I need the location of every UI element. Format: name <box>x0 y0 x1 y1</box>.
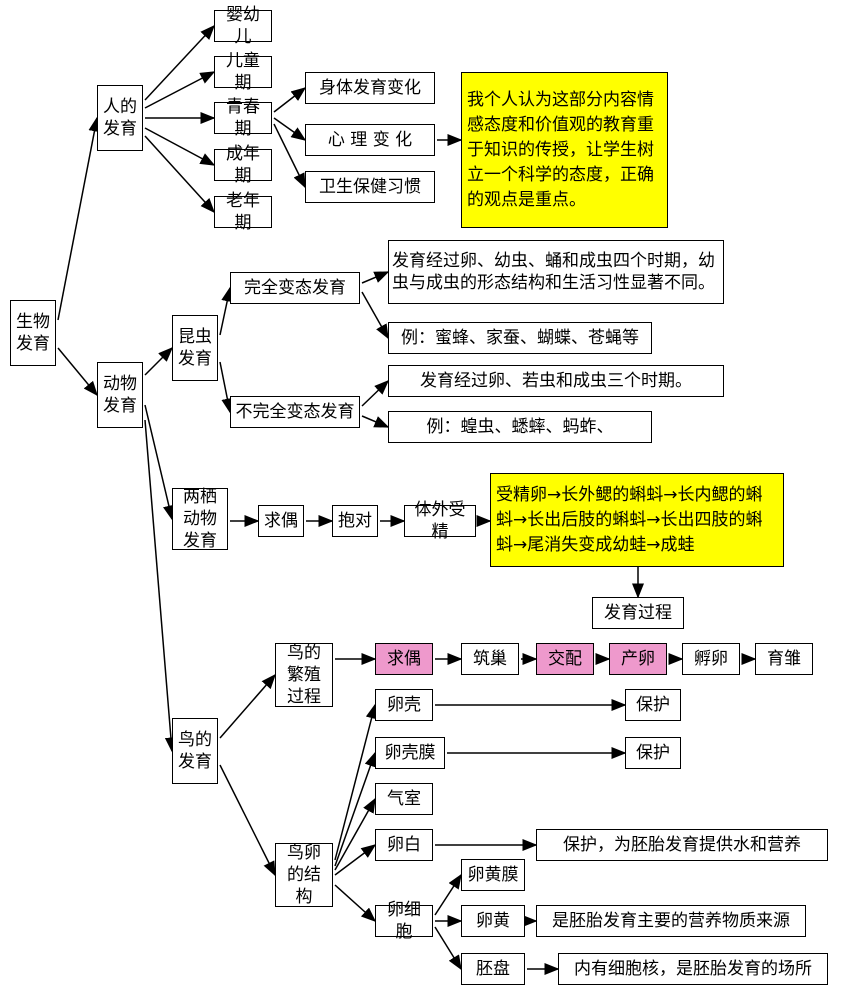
node-bird-repro: 鸟的繁殖过程 <box>275 643 333 707</box>
arrow-youth-hygiene <box>273 123 306 189</box>
node-blastodisc: 胚盘 <box>461 953 525 985</box>
node-incomplete: 不完全变态发育 <box>230 396 360 428</box>
arrow-insect-complete <box>219 286 234 336</box>
arrow-root-animal <box>57 347 98 397</box>
node-protect-2: 保护 <box>625 737 681 769</box>
arrow-animal-bird <box>144 419 177 753</box>
node-courtship-2: 求偶 <box>375 643 433 675</box>
node-yolk-membrane: 卵黄膜 <box>461 859 525 891</box>
node-amphibian: 两栖动物发育 <box>172 487 228 551</box>
arrow-incomplete-desc <box>361 379 390 407</box>
node-complete: 完全变态发育 <box>230 272 360 304</box>
node-courtship-1: 求偶 <box>258 505 304 537</box>
arrow-human-elder <box>144 135 216 214</box>
arrow-root-human <box>57 116 101 321</box>
node-albumen-fn: 保护，为胚胎发育提供水和营养 <box>536 829 828 861</box>
arrow-human-infant <box>144 24 216 101</box>
node-mind-change: 心 理 变 化 <box>305 124 435 156</box>
node-air-chamber: 气室 <box>375 783 433 815</box>
teacher-note: 我个人认为这部分内容情感态度和价值观的教育重于知识的传授，让学生树立一个科学的态… <box>461 72 668 228</box>
arrow-egg-air <box>334 797 376 871</box>
node-ext-fert: 体外受精 <box>404 500 476 542</box>
node-incubate: 孵卵 <box>682 643 740 675</box>
node-bird: 鸟的发育 <box>172 718 218 784</box>
node-rear: 育雏 <box>755 643 813 675</box>
node-mating: 交配 <box>536 643 594 675</box>
node-complete-eg: 例：蜜蜂、家蚕、蝴蝶、苍蝇等 <box>388 322 652 354</box>
arrow-youth-mind <box>273 117 307 141</box>
node-body-change: 身体发育变化 <box>305 72 435 104</box>
node-shell-membrane: 卵壳膜 <box>375 737 445 769</box>
node-child: 儿童期 <box>214 51 272 93</box>
node-hygiene: 卫生保健习惯 <box>305 171 435 203</box>
node-incomplete-desc: 发育经过卵、若虫和成虫三个时期。 <box>388 365 724 397</box>
node-adult: 成年期 <box>214 144 272 186</box>
arrow-bird-repro <box>219 673 276 739</box>
arrow-animal-amphibian <box>144 404 175 521</box>
node-dev-process: 发育过程 <box>592 597 684 629</box>
node-albumen: 卵白 <box>375 829 433 861</box>
arrow-human-child <box>144 71 216 109</box>
node-shell: 卵壳 <box>375 689 433 721</box>
node-protect-1: 保护 <box>625 689 681 721</box>
arrow-incomplete-eg <box>361 415 390 428</box>
arrow-animal-insect <box>144 346 174 376</box>
node-nest: 筑巢 <box>461 643 519 675</box>
node-embrace: 抱对 <box>332 505 378 537</box>
node-youth: 青春期 <box>214 97 272 139</box>
arrow-cell-blastodisc <box>434 926 462 971</box>
arrow-cell-yolkmembrane <box>434 873 462 916</box>
arrow-complete-eg <box>361 291 389 340</box>
node-egg-cell: 卵细胞 <box>375 900 433 942</box>
arrow-egg-cell <box>334 884 377 923</box>
arrow-egg-shellmembrane <box>334 751 377 867</box>
arrow-bird-egg <box>219 764 276 877</box>
arrow-egg-shell <box>334 703 378 861</box>
node-egg-struct: 鸟卵的结构 <box>275 843 333 907</box>
node-elder: 老年期 <box>214 191 272 233</box>
arrow-human-adult <box>144 127 216 166</box>
node-root: 生物发育 <box>10 300 56 366</box>
node-lay-egg: 产卵 <box>609 643 667 675</box>
node-human: 人的发育 <box>97 85 143 151</box>
arrow-complete-desc <box>361 271 390 284</box>
node-insect: 昆虫发育 <box>172 315 218 381</box>
arrow-insect-incomplete <box>219 361 234 414</box>
node-blastodisc-fn: 内有细胞核，是胚胎发育的场所 <box>558 953 828 985</box>
node-yolk-fn: 是胚胎发育主要的营养物质来源 <box>536 905 806 937</box>
node-complete-desc: 发育经过卵、幼虫、蛹和成虫四个时期，幼虫与成虫的形态结构和生活习性显著不同。 <box>388 240 724 304</box>
arrow-egg-albumen <box>334 844 377 876</box>
node-infant: 婴幼儿 <box>214 5 272 47</box>
node-incomplete-eg: 例：蝗虫、蟋蟀、蚂蚱、 <box>388 411 652 443</box>
frog-process: 受精卵→长外鳃的蝌蚪→长内鳃的蝌蚪→长出后肢的蝌蚪→长出四肢的蝌蚪→尾消失变成幼… <box>490 473 784 567</box>
node-yolk: 卵黄 <box>461 905 525 937</box>
node-animal: 动物发育 <box>97 362 143 428</box>
arrow-youth-body <box>273 87 307 113</box>
